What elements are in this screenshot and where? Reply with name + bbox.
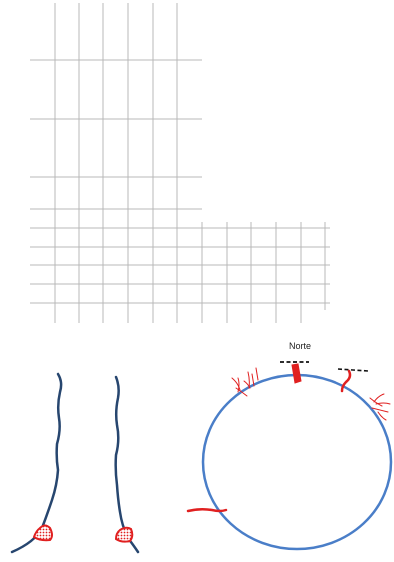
northeast-red-marker — [340, 369, 352, 393]
right-tube — [114, 375, 140, 554]
right-roots — [369, 393, 391, 421]
west-red-marker — [186, 507, 228, 513]
northeast-dashed-line — [337, 368, 369, 372]
left-tube-red-marker — [32, 524, 53, 542]
right-tube-line — [114, 375, 140, 554]
left-tube — [10, 372, 63, 554]
left-tube-line — [10, 372, 63, 554]
north-label: Norte — [289, 341, 311, 351]
ring-diagram: Norte — [186, 341, 393, 551]
ring — [201, 373, 393, 551]
right-tube-red-marker — [114, 526, 134, 543]
north-red-marker — [291, 363, 302, 384]
grid — [30, 3, 330, 323]
upper-left-roots — [231, 367, 259, 397]
